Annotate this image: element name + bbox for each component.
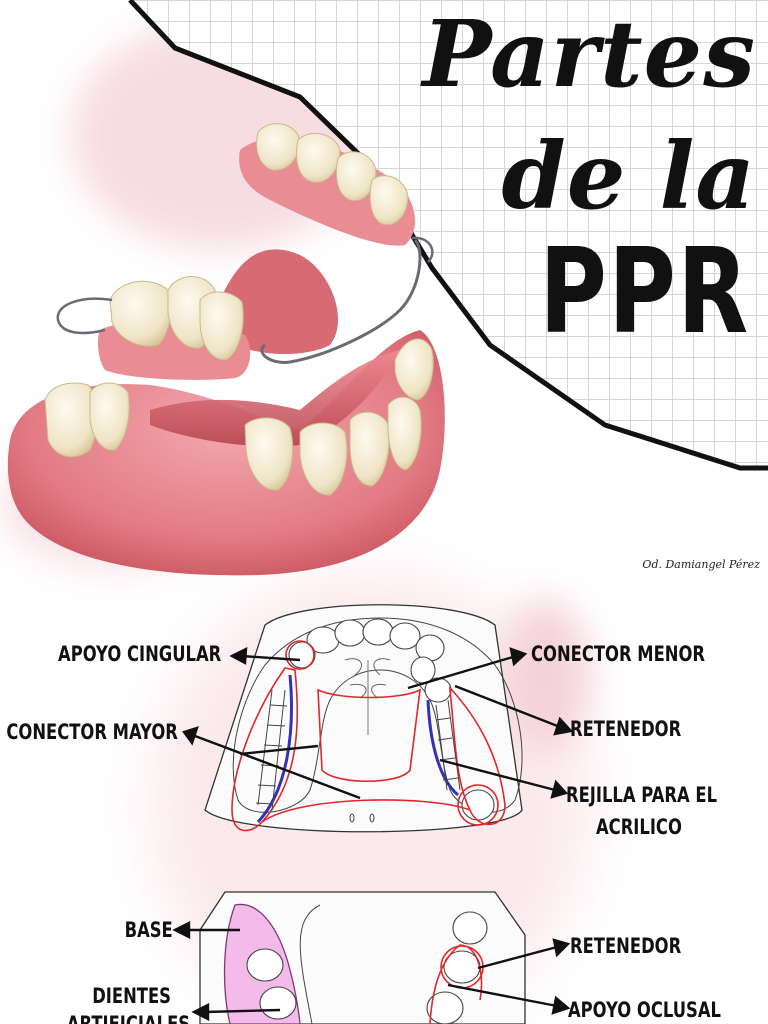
label-dientes-line1: DIENTES: [92, 984, 171, 1008]
label-apoyo-oclusal: APOYO OCLUSAL: [568, 998, 721, 1022]
label-retenedor-upper: RETENEDOR: [570, 717, 682, 741]
title-line-2: de la: [501, 122, 756, 230]
label-rejilla-line2: ACRILICO: [596, 815, 682, 839]
label-conector-menor: CONECTOR MENOR: [531, 642, 706, 666]
partial-denture-left: [97, 276, 251, 380]
clasp-wire: [56, 297, 113, 335]
watercolor-wash: [500, 600, 590, 750]
label-apoyo-cingular: APOYO CINGULAR: [57, 642, 221, 666]
title-line-1: Partes: [422, 0, 756, 108]
label-dientes-line2: ARTIFICIALES: [66, 1012, 190, 1024]
jaw-model: [7, 123, 445, 576]
upper-framework-diagram: [204, 604, 523, 833]
label-conector-mayor: CONECTOR MAYOR: [6, 720, 178, 744]
lower-framework-diagram: [199, 891, 526, 1024]
natural-teeth: [44, 338, 434, 496]
label-arrows: [172, 646, 574, 1021]
label-base: BASE: [124, 918, 173, 942]
title-line-3: PPR: [539, 222, 750, 360]
label-rejilla-line1: REJILLA PARA EL: [566, 783, 718, 807]
author-credit: Od. Damiangel Pérez: [642, 558, 760, 571]
clasp-wire: [260, 238, 422, 364]
divider-line: [128, 0, 768, 471]
label-retenedor-lower: RETENEDOR: [570, 934, 682, 958]
partial-denture-right: [239, 123, 416, 246]
